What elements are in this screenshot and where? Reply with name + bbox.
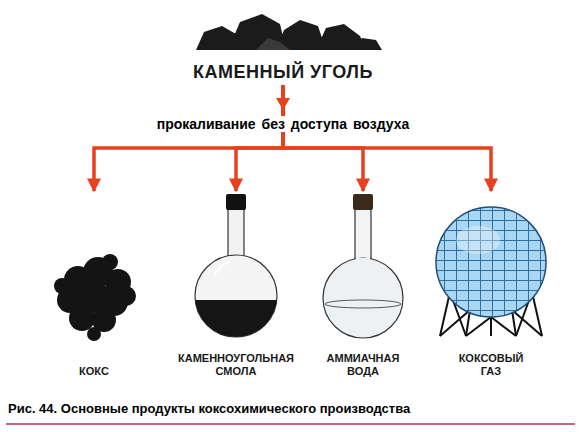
connector-arrow <box>283 85 363 191</box>
product-node: АММИАЧНАЯ ВОДА <box>317 192 409 378</box>
gas-holder <box>436 207 546 336</box>
connector-arrow <box>236 85 283 191</box>
product-name: КАМЕННОУГОЛЬНАЯ СМОЛА <box>170 352 302 378</box>
product-node: КАМЕННОУГОЛЬНАЯ СМОЛА <box>170 192 302 378</box>
coke-lump <box>54 254 136 341</box>
product-name: КОКСОВЫЙ ГАЗ <box>449 352 533 378</box>
figure-caption: Рис. 44. Основные продукты коксохимическ… <box>8 401 410 416</box>
product-name: КОКС <box>79 365 109 378</box>
product-name: АММИАЧНАЯ ВОДА <box>317 352 409 378</box>
process-label: прокаливание без доступа воздуха <box>153 116 414 132</box>
title-node: КАМЕННЫЙ УГОЛЬ <box>189 60 377 85</box>
coal-lumps <box>196 14 382 50</box>
node-title: КАМЕННЫЙ УГОЛЬ <box>189 62 377 83</box>
product-node: КОКС <box>64 192 124 378</box>
connector-arrow <box>283 85 491 191</box>
tar-flask <box>192 194 282 350</box>
product-node: КОКСОВЫЙ ГАЗ <box>449 192 533 378</box>
connector-arrow <box>94 85 283 191</box>
caption-rule <box>6 423 575 425</box>
ammonia-flask <box>323 194 403 338</box>
